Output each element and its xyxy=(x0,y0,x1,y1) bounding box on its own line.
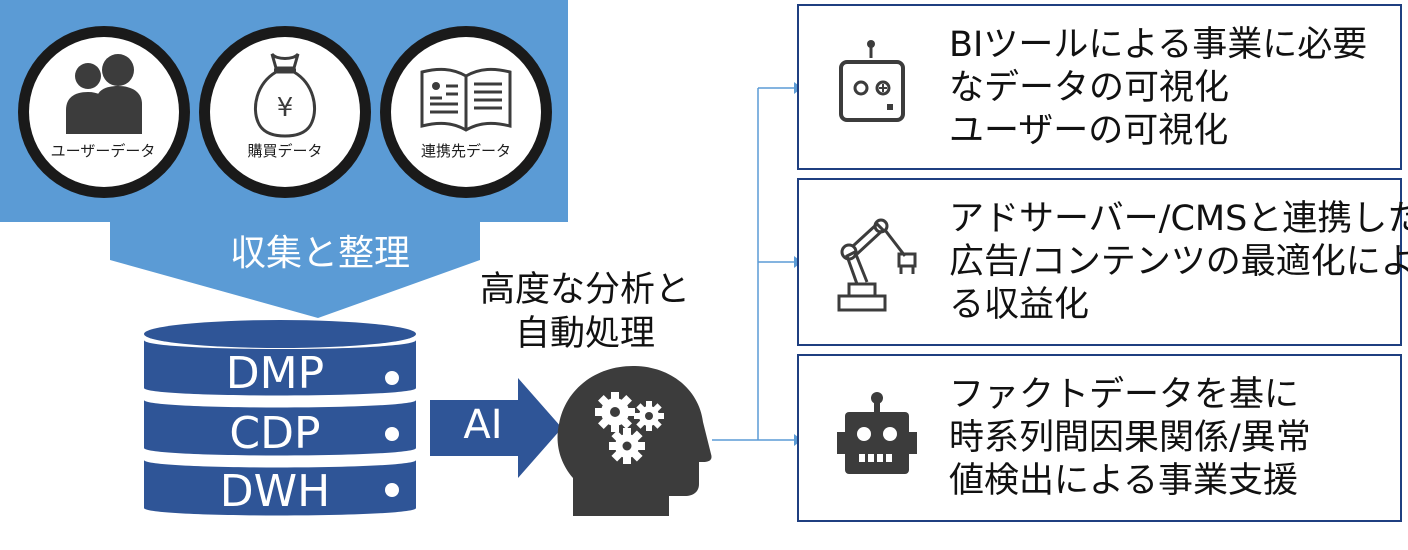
robot-head-icon xyxy=(837,392,917,474)
outcome-text-fact: ファクトデータを基に 時系列間因果関係/異常 値検出による事業支援 xyxy=(949,374,1311,503)
outcome-bi-line3: ユーザーの可視化 xyxy=(949,111,1229,151)
db-layer-dwh: DWH xyxy=(219,466,331,517)
money-bag-icon: ¥ xyxy=(253,52,317,138)
outcome-bi-line1: BIツールによる事業に必要 xyxy=(949,25,1368,65)
analysis-label: 高度な分析と 自動処理 xyxy=(470,268,700,356)
connector-lines xyxy=(712,82,802,446)
svg-text:¥: ¥ xyxy=(277,93,294,123)
robot-arm-icon xyxy=(837,218,917,312)
outcome-ad-line3: る収益化 xyxy=(949,285,1090,325)
db-layer-dmp: DMP xyxy=(225,348,325,399)
book-icon xyxy=(420,67,512,132)
database-cylinder xyxy=(144,320,416,516)
analysis-label-line1: 高度な分析と xyxy=(479,270,690,310)
ai-label: AI xyxy=(463,402,503,448)
ai-arrow xyxy=(430,378,562,478)
outcome-text-bi: BIツールによる事業に必要 なデータの可視化 ユーザーの可視化 xyxy=(949,24,1367,153)
source-circle-purchase xyxy=(199,26,371,198)
users-icon xyxy=(66,54,142,134)
source-label-users: ユーザーデータ xyxy=(50,142,156,160)
source-label-purchase: 購買データ xyxy=(247,142,323,160)
outcome-fact-line2: 時系列間因果関係/異常 xyxy=(949,418,1311,458)
outcome-fact-line3: 値検出による事業支援 xyxy=(949,461,1298,501)
outcome-card-bi: BIツールによる事業に必要 なデータの可視化 ユーザーの可視化 xyxy=(797,4,1402,170)
brain-gears-icon xyxy=(557,366,712,516)
db-layer-cdp: CDP xyxy=(229,408,321,459)
source-label-partner: 連携先データ xyxy=(420,142,511,160)
outcome-ad-line2: 広告/コンテンツの最適化によ xyxy=(949,242,1408,282)
outcome-bi-line2: なデータの可視化 xyxy=(949,68,1230,108)
outcome-card-ad: アドサーバー/CMSと連携した 広告/コンテンツの最適化によ る収益化 xyxy=(797,178,1408,346)
collect-label: 収集と整理 xyxy=(229,233,410,274)
outcome-text-ad: アドサーバー/CMSと連携した 広告/コンテンツの最適化によ る収益化 xyxy=(949,198,1408,327)
outcome-fact-line1: ファクトデータを基に xyxy=(949,375,1300,415)
outcome-card-fact: ファクトデータを基に 時系列間因果関係/異常 値検出による事業支援 xyxy=(797,354,1402,522)
outcome-ad-line1: アドサーバー/CMSと連携した xyxy=(949,199,1408,239)
analysis-label-line2: 自動処理 xyxy=(514,314,655,354)
remote-control-icon xyxy=(839,40,905,122)
